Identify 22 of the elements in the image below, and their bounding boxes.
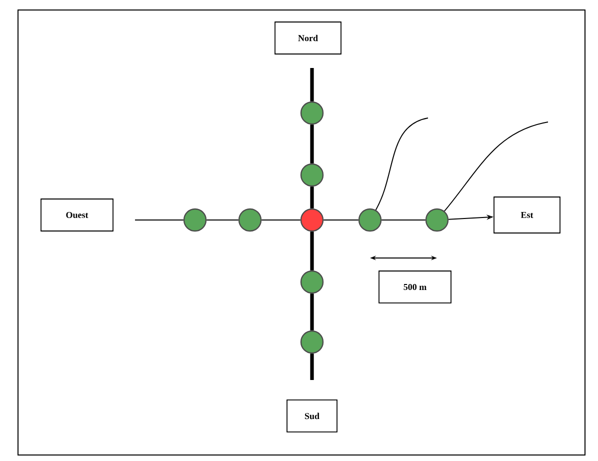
direction-box: 500 m [378, 270, 452, 304]
station-circle [300, 270, 324, 294]
station-circle [300, 163, 324, 187]
direction-box: Est [494, 196, 560, 234]
leader-line [444, 122, 548, 212]
direction-box: Nord [274, 22, 342, 54]
axis-line [310, 294, 314, 330]
direction-box: Sud [286, 400, 338, 432]
direction-box: Ouest [40, 198, 114, 232]
station-circle [358, 208, 382, 232]
axis-line [310, 68, 314, 102]
station-circle [183, 208, 207, 232]
axis-line [310, 354, 314, 380]
station-circle [300, 101, 324, 125]
axis-line [310, 124, 314, 164]
station-circle [425, 208, 449, 232]
axis-line [310, 232, 314, 270]
station-circle [238, 208, 262, 232]
center-station [300, 208, 324, 232]
leader-line [375, 118, 428, 210]
station-circle [300, 330, 324, 354]
axis-line [310, 186, 314, 208]
